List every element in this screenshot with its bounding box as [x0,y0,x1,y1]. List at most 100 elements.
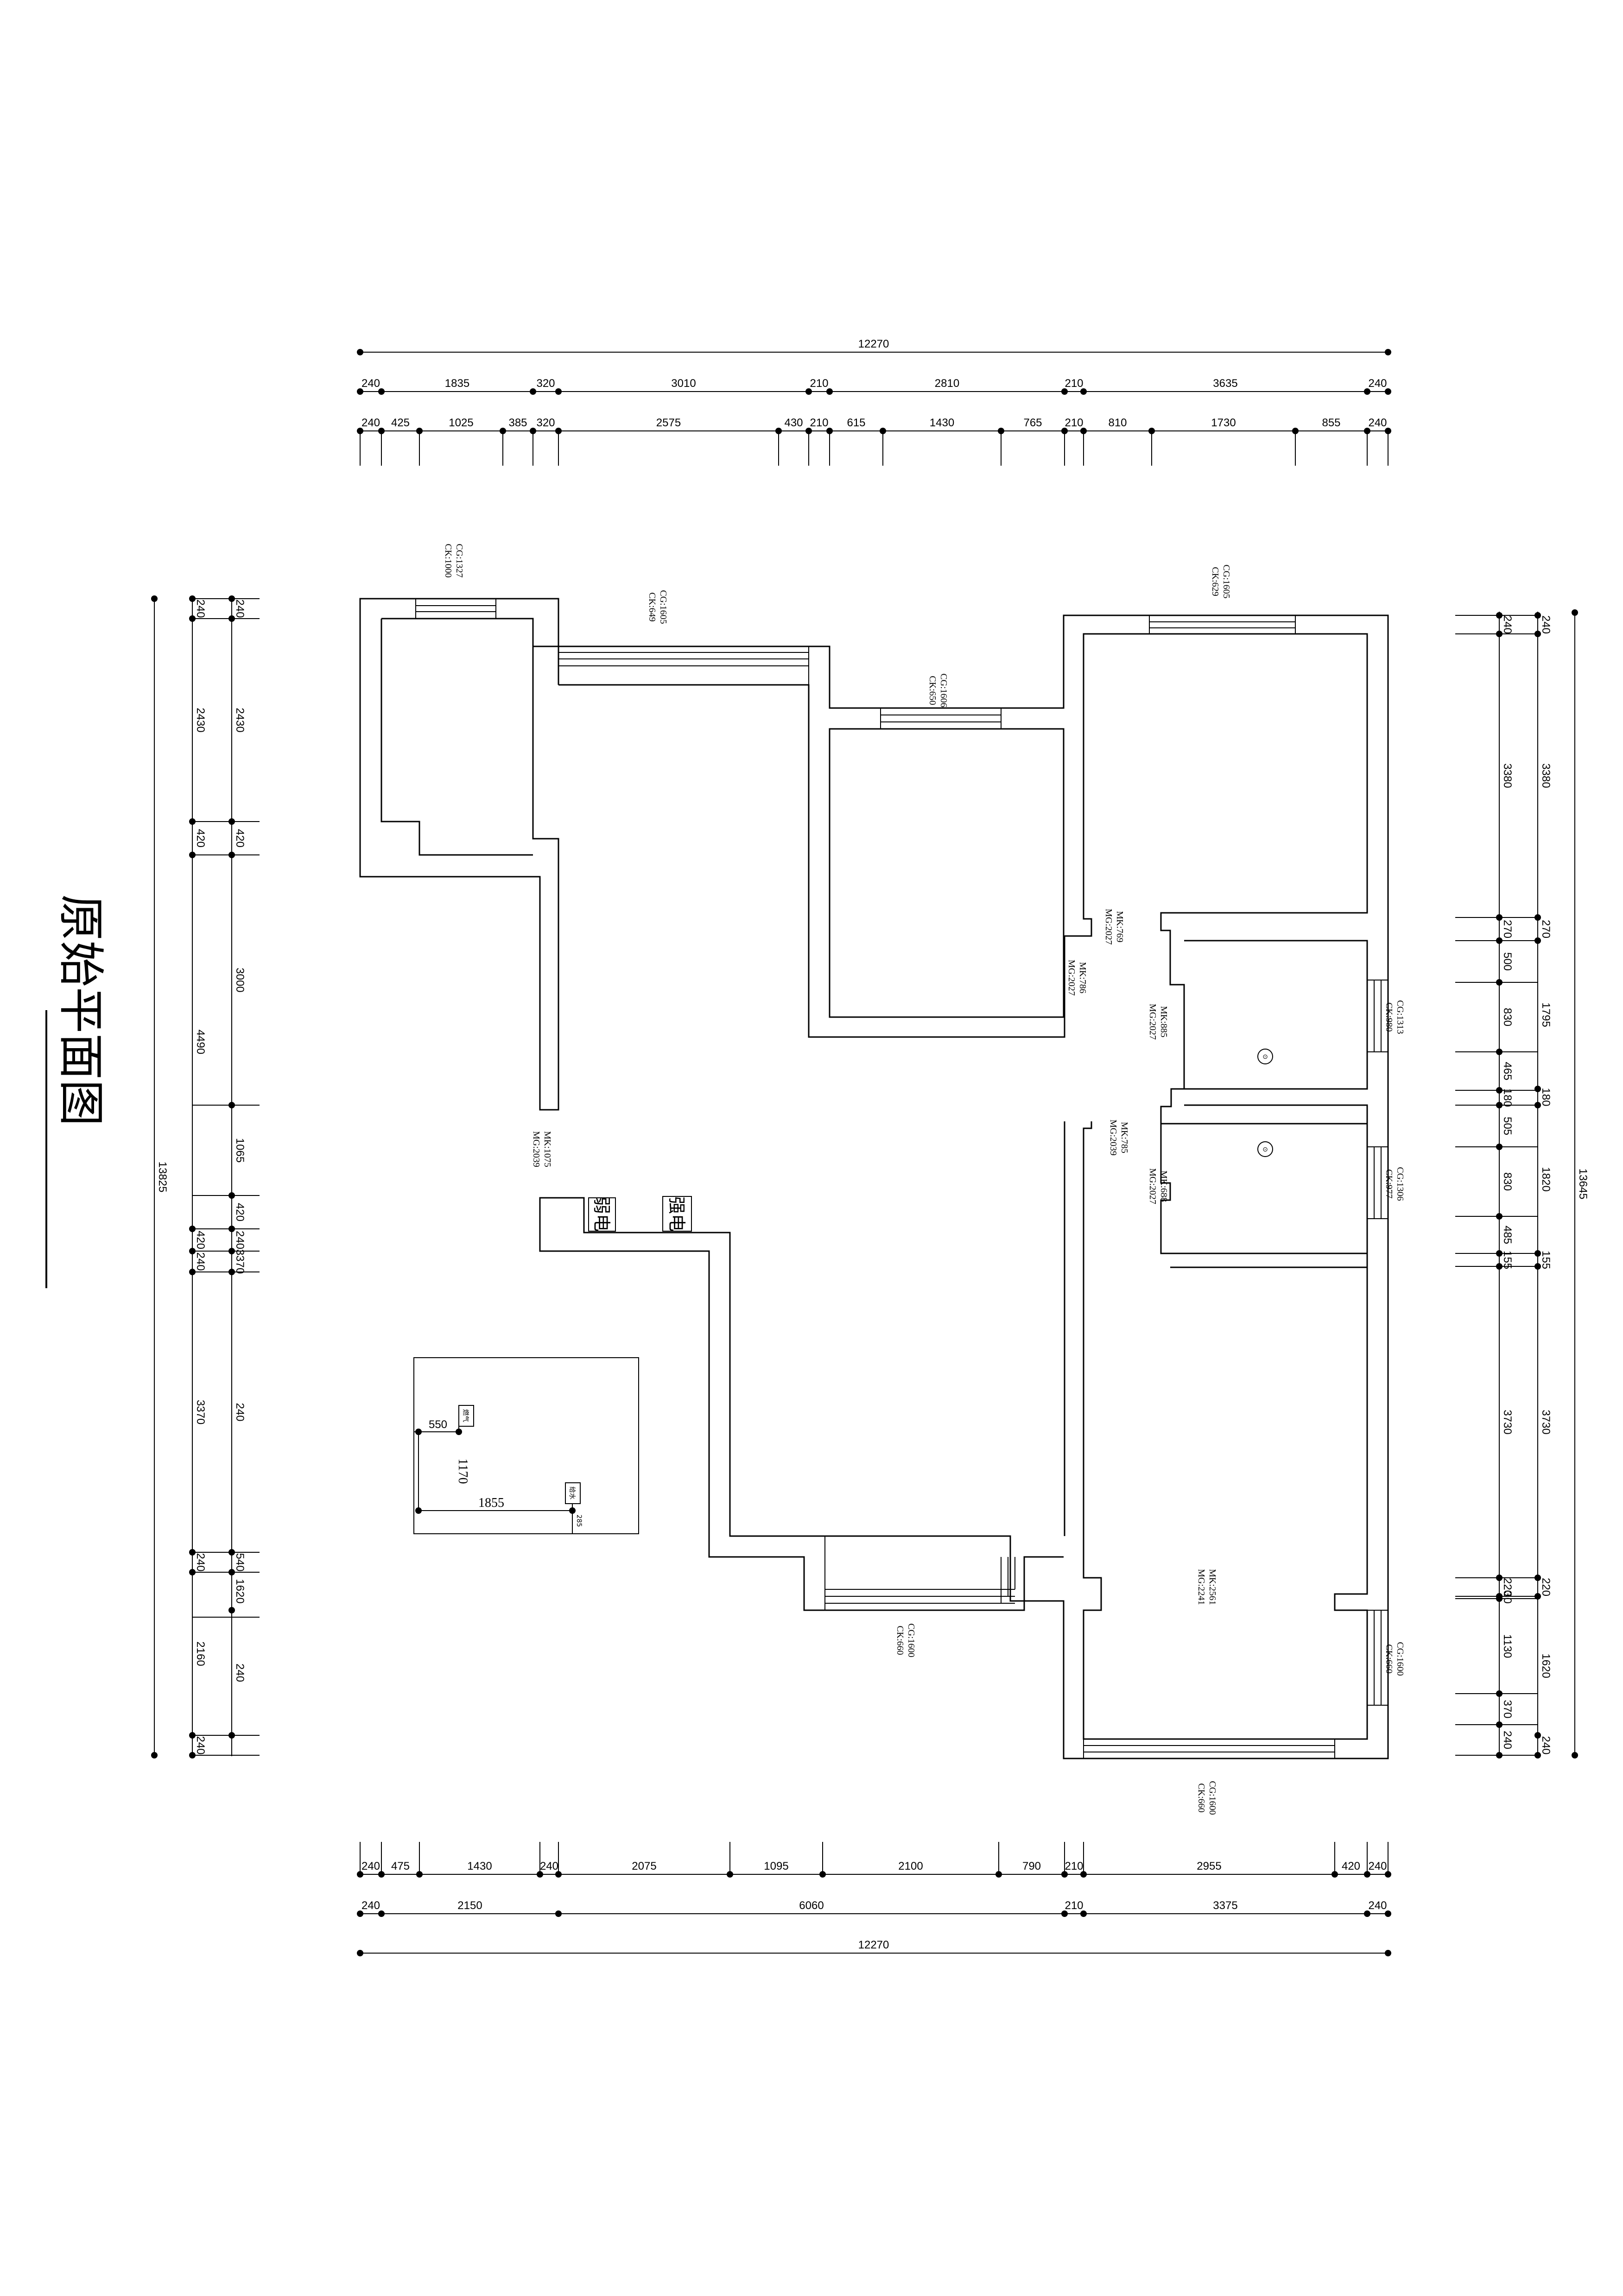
window-ne [1149,615,1296,634]
dim-tick [555,388,562,395]
dim-tick [1364,388,1370,395]
wall-central-room [558,633,1368,1268]
dim-label: 240 [194,599,207,618]
dim-label: 210 [1065,417,1083,429]
left-dimensions: 13825 2402430420449042024033702402160240… [151,595,260,1758]
dim-label: 180 [1540,1088,1552,1106]
bottom-total-label: 12270 [858,1939,889,1951]
dim-label: 155 [1540,1251,1552,1269]
detail-frame [413,1357,639,1534]
annotation-door-g: MG:2241 [1196,1569,1206,1605]
dim-tick [456,1429,462,1435]
fixtures: 弱电 强电 ⊙ ⊙ [588,1049,1273,1232]
weak-current-box [588,1197,616,1232]
annotation-win-e1: CK:980 [1384,1002,1394,1031]
dim-label: 430 [784,417,803,429]
dim-label: 240 [234,1403,246,1421]
annotation-win-e3: CG:1600 [1395,1642,1405,1676]
dim-label: 4490 [194,1030,207,1054]
dim-label: 270 [1501,920,1514,938]
floor-drain-icon-1 [1257,1049,1273,1064]
dim-label: 475 [391,1860,410,1872]
dim-label: 240 [194,1736,207,1754]
annotation-win-ne: CG:1605 [1221,564,1231,598]
annotation-win-n2: CK:650 [927,676,938,705]
dim-label: 1835 [445,377,469,390]
annotation-win-s2: CG:1600 [1207,1781,1217,1815]
dim-label: 240 [1540,1736,1552,1754]
gas-box [458,1405,474,1427]
annotation-door-b: MG:2027 [1066,960,1077,996]
floor-drain-mark-2: ⊙ [1262,1146,1268,1153]
dim-tick [357,1950,363,1956]
dim-label: 2075 [632,1860,656,1872]
dim-label: 385 [508,417,527,429]
dim-tick [1080,1910,1087,1917]
detail-285: 285 [575,1515,583,1527]
dim-label: 240 [540,1860,558,1872]
dim-label: 1795 [1540,1002,1552,1027]
strong-current-box [662,1196,692,1232]
window-s2 [1083,1739,1335,1758]
annotation-door-a: MK:769 [1115,911,1125,942]
dim-tick [1061,388,1068,395]
dim-label: 1620 [1540,1653,1552,1678]
annotation-win-n1: CG:1605 [658,590,668,624]
annotation-door-b: MK:786 [1078,962,1088,993]
dim-label: 210 [1065,377,1083,390]
right-inner-labels: 2403380270500830465180505830485155373022… [1496,612,1514,1758]
dim-label: 3370 [234,1249,246,1274]
dim-label: 320 [536,417,555,429]
window-s1 [824,1536,1015,1610]
dim-label: 1025 [449,417,473,429]
dim-label: 505 [1501,1117,1514,1135]
dim-label: 6060 [799,1899,824,1912]
dim-tick [228,1607,235,1613]
dim-tick [357,1910,363,1917]
floor-drain-mark-1: ⊙ [1262,1053,1268,1061]
dim-label: 240 [194,1553,207,1571]
annotation-win-s1: CK:660 [895,1626,905,1655]
dim-tick [555,1910,562,1917]
dim-label: 2810 [935,377,959,390]
dim-tick [1572,609,1578,616]
dim-label: 240 [1368,377,1387,390]
left-inner-labels: 2402430420300010654202403370240540162024… [228,595,246,1739]
dim-tick [357,349,363,355]
dim-tick [530,388,536,395]
dim-tick [1534,1732,1541,1739]
window-e2 [1367,1146,1388,1219]
dim-label: 240 [1501,615,1514,634]
gas-label: 燃气 [462,1409,469,1422]
annotation-win-n1: CK:649 [647,592,657,621]
dim-label: 240 [361,417,380,429]
dim-label: 420 [1342,1860,1360,1872]
dim-label: 1730 [1211,417,1236,429]
wall-north-corridor [539,614,1389,1759]
dim-label: 320 [536,377,555,390]
dim-label: 1430 [930,417,954,429]
dim-label: 1130 [1501,1634,1514,1658]
dim-label: 30 [1501,1591,1514,1604]
dim-tick [1061,1910,1068,1917]
annotation-win-s2: CK:660 [1196,1783,1206,1812]
detail-550: 550 [429,1418,447,1431]
dim-label: 240 [234,1231,246,1249]
dim-label: 370 [1501,1700,1514,1718]
dim-label: 240 [194,1252,207,1271]
dim-label: 2150 [457,1899,482,1912]
annotation-door-f: MK:688 [1159,1170,1169,1202]
wall-bath-1 [1184,940,1368,1090]
dim-tick [1572,1752,1578,1758]
annotation-door-a: MG:2027 [1103,909,1114,945]
detail-1855: 1855 [478,1496,504,1510]
window-e1 [1367,980,1388,1052]
dim-label: 2430 [194,708,207,732]
dim-label: 420 [194,829,207,848]
top-total-label: 12270 [858,338,889,350]
annotation-door-g: MK:2561 [1207,1569,1217,1605]
